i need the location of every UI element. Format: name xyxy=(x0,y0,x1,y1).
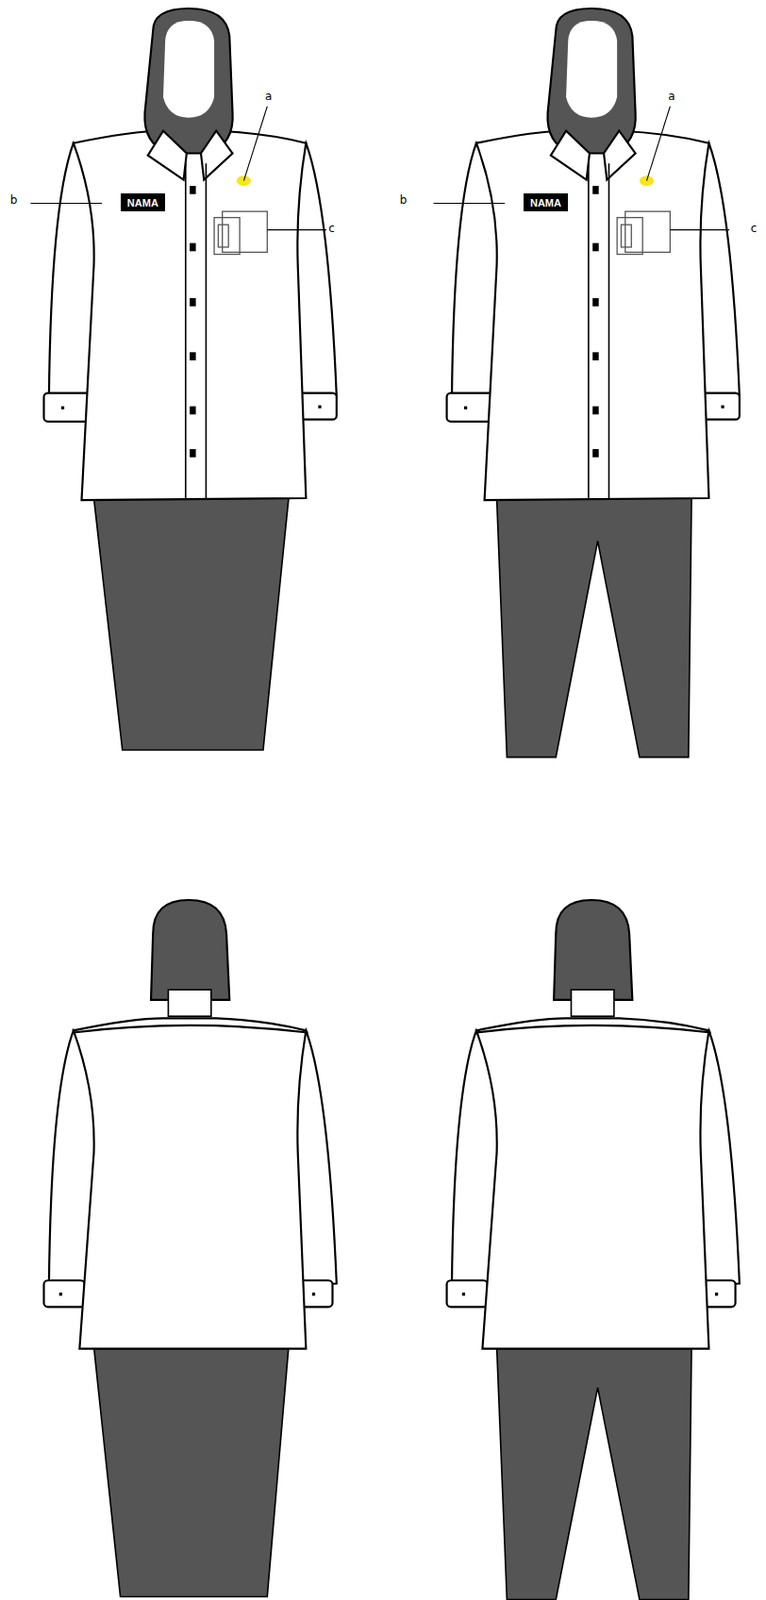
callout-letter: b xyxy=(399,193,408,207)
callout-letter: b xyxy=(10,193,18,207)
callout-letter: c xyxy=(750,221,758,235)
callout-letter: c xyxy=(328,221,335,235)
name-tag: NAMA xyxy=(523,193,569,211)
back-pants-figure xyxy=(447,899,740,1600)
name-text: NAMA xyxy=(530,197,562,209)
front-pants-figure xyxy=(433,8,740,758)
name-text: NAMA xyxy=(127,197,159,209)
front-skirt-figure xyxy=(30,8,336,750)
callout-letter: a xyxy=(265,89,272,103)
callout-letter: a xyxy=(667,89,675,103)
back-skirt-figure xyxy=(43,899,336,1597)
name-tag: NAMA xyxy=(120,193,167,211)
